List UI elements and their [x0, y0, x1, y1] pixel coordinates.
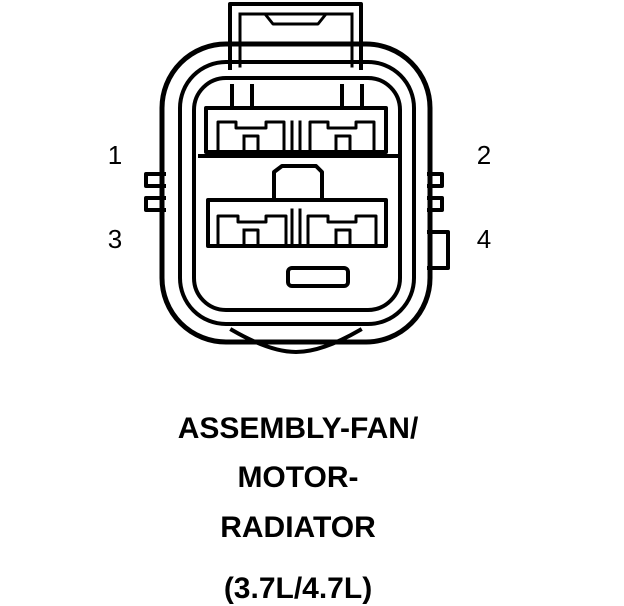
connector-latch-inner [238, 12, 354, 68]
polarization-slot [286, 266, 350, 288]
caption-line-4: (3.7L/4.7L) [223, 572, 373, 605]
right-rib-lower [427, 196, 444, 212]
seal-post-left [230, 84, 254, 110]
upper-terminal-right [308, 120, 376, 152]
upper-terminal-right-detail [334, 134, 352, 152]
lower-terminal-left-detail [242, 228, 260, 248]
pin-label-2: 2 [476, 140, 492, 170]
upper-cavity [204, 106, 388, 154]
upper-terminal-left [216, 120, 286, 152]
caption-line-1: ASSEMBLY-FAN/ [177, 412, 419, 445]
caption-line-2: MOTOR- [237, 461, 359, 494]
caption-line-3: RADIATOR [220, 511, 376, 544]
connector-housing-outer [159, 41, 433, 345]
connector-latch [228, 2, 363, 70]
center-lock-tab [272, 164, 324, 202]
connector-housing-inner [192, 76, 402, 312]
seal-post-right [340, 84, 364, 110]
pin-label-4: 4 [476, 224, 492, 254]
pin-label-1: 1 [107, 140, 123, 170]
right-rib-upper [427, 172, 444, 188]
upper-terminal-left-detail [242, 134, 260, 152]
connector-housing-mid [178, 60, 416, 326]
upper-center-divider [290, 120, 302, 152]
connector-latch-notch [238, 12, 354, 26]
lower-terminal-left [216, 214, 288, 248]
pin-label-3: 3 [107, 224, 123, 254]
left-rib-upper [144, 172, 166, 188]
lower-cavity [206, 198, 388, 248]
right-key [427, 230, 450, 270]
lower-center-divider [290, 208, 302, 248]
lower-terminal-right [306, 214, 378, 248]
left-rib-lower [144, 196, 166, 212]
lower-terminal-right-detail [334, 228, 352, 248]
